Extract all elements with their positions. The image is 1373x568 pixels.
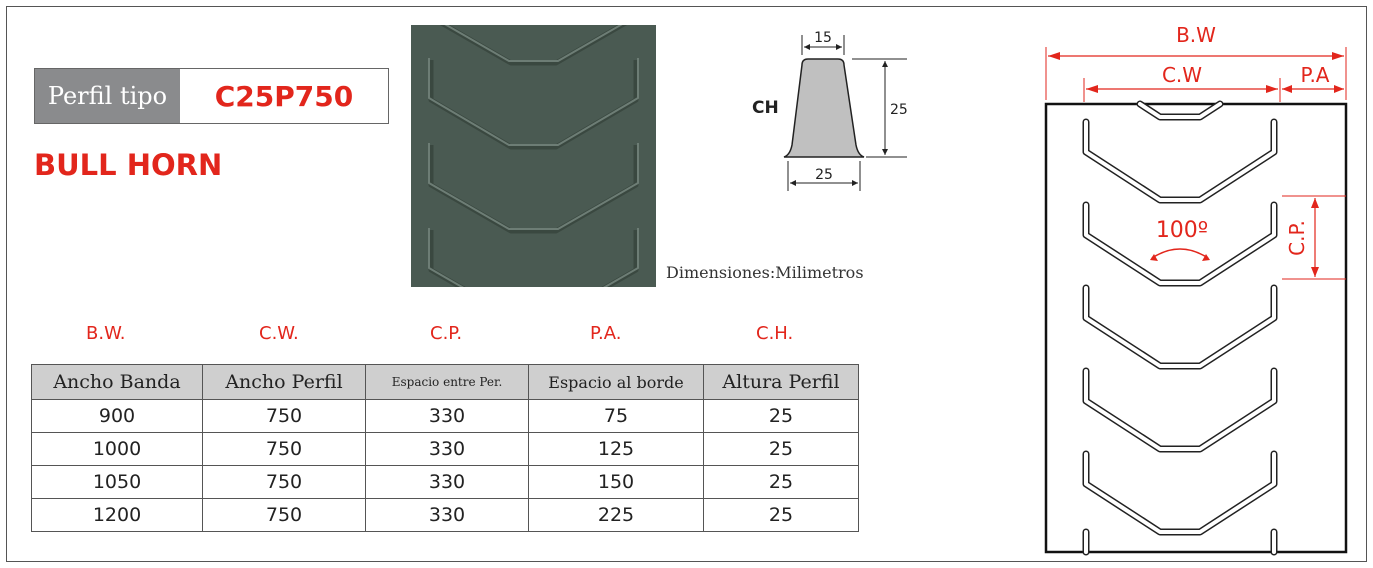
table-cell: 75 (528, 399, 704, 433)
table-cell: 900 (31, 399, 203, 433)
table-cell: 330 (365, 432, 529, 466)
table-row: 1050 750 330 150 25 (31, 465, 859, 499)
table-cell: 25 (703, 432, 859, 466)
header-cell: Ancho Banda (31, 364, 203, 400)
table-cell: 750 (202, 498, 366, 532)
table-cell: 330 (365, 465, 529, 499)
table-cell: 330 (365, 399, 529, 433)
abbr-cp: C.P. (430, 323, 463, 344)
belt-layout-diagram: B.W C.W P.A 100º C.P. (1044, 23, 1348, 556)
ch-label: CH (752, 98, 779, 118)
top-width-label: 15 (814, 30, 832, 46)
header-cell: Espacio entre Per. (365, 364, 529, 400)
table-cell: 125 (528, 432, 704, 466)
table-cell: 25 (703, 498, 859, 532)
table-cell: 750 (202, 465, 366, 499)
header-cell: Altura Perfil (703, 364, 859, 400)
header-cell: Espacio al borde (528, 364, 704, 400)
table-row: 1200 750 330 225 25 (31, 498, 859, 532)
cw-label: C.W (1162, 63, 1202, 87)
dimensions-note: Dimensiones:Milimetros (666, 263, 864, 282)
table-row: 1000 750 330 125 25 (31, 432, 859, 466)
profile-name: BULL HORN (34, 148, 223, 182)
profile-code: C25P750 (214, 79, 354, 113)
profile-type-box: Perfil tipo C25P750 (34, 68, 389, 124)
abbr-bw: B.W. (86, 323, 126, 344)
specs-table: Ancho Banda Ancho Perfil Espacio entre P… (31, 364, 859, 532)
table-header-row: Ancho Banda Ancho Perfil Espacio entre P… (31, 364, 859, 400)
table-cell: 25 (703, 465, 859, 499)
page-frame (6, 6, 1367, 562)
header-cell: Ancho Perfil (202, 364, 366, 400)
table-row: 900 750 330 75 25 (31, 399, 859, 433)
base-width-label: 25 (815, 167, 833, 183)
table-cell: 1050 (31, 465, 203, 499)
abbr-pa: P.A. (590, 323, 622, 344)
abbr-cw: C.W. (259, 323, 299, 344)
pa-label: P.A (1301, 63, 1330, 87)
cp-label: C.P. (1285, 220, 1309, 256)
profile-type-label: Perfil tipo (35, 69, 180, 123)
table-cell: 1200 (31, 498, 203, 532)
bw-label: B.W (1176, 23, 1216, 47)
table-cell: 25 (703, 399, 859, 433)
table-cell: 150 (528, 465, 704, 499)
table-cell: 750 (202, 432, 366, 466)
height-label: 25 (890, 102, 908, 118)
table-cell: 330 (365, 498, 529, 532)
table-cell: 1000 (31, 432, 203, 466)
profile-cross-section: 15 25 25 CH (752, 30, 908, 191)
abbr-ch: C.H. (756, 323, 794, 344)
angle-label: 100º (1156, 218, 1208, 243)
table-cell: 750 (202, 399, 366, 433)
belt-photo (411, 25, 656, 287)
table-cell: 225 (528, 498, 704, 532)
